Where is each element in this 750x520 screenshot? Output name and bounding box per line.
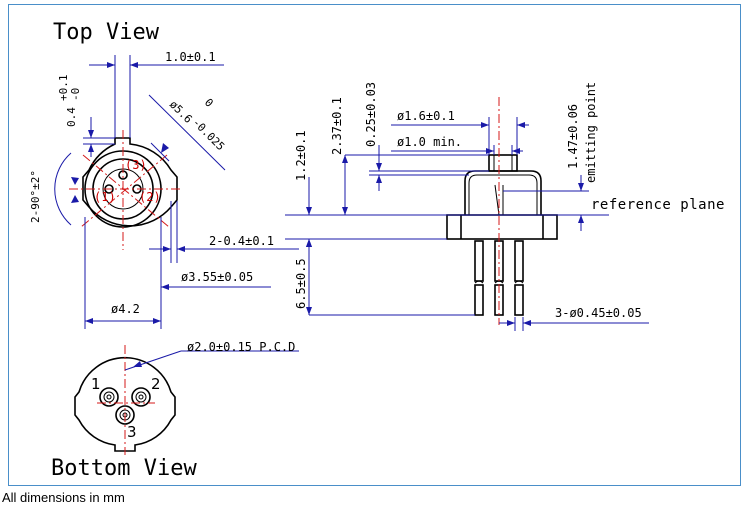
side-view-drawing (446, 97, 558, 325)
dim-lead-dia: 3-ø0.45±0.05 (555, 306, 642, 320)
top-centerline-d2 (80, 154, 168, 228)
bottom-pin-1-label: 1 (91, 375, 101, 393)
lead-1-lower (474, 284, 484, 316)
dim-notch-depth: 2-0.4±0.1 (209, 234, 274, 248)
dim-tab-depth: 0.4 (65, 107, 78, 127)
bottom-view-title: Bottom View (51, 456, 197, 481)
bottom-pin-3-label: 3 (127, 423, 137, 441)
lead-3-lower (514, 284, 524, 316)
bottom-pin-2-outer (131, 387, 151, 407)
dim-pcd: ø2.0±0.15 P.C.D (187, 340, 295, 354)
bottom-flange-outline (74, 356, 176, 452)
side-view-dimensions: reference plane 1.2±0.1 2.37±0.1 0.25±0.… (285, 82, 725, 331)
emit-label: emitting point (584, 82, 598, 183)
dim-window-min: ø1.0 min. (397, 135, 462, 149)
dim-tab-width: 1.0±0.1 (165, 50, 216, 64)
dim-cap-height: 2.37±0.1 (330, 97, 344, 155)
dim-flange-dia: ø5.6 (167, 98, 195, 126)
top-pin-2-label: (2) (139, 190, 161, 204)
bottom-view-drawing: 1 2 3 (74, 345, 176, 455)
dim-emit-height: 1.47±0.06 (566, 104, 580, 169)
footnote: All dimensions in mm (2, 490, 125, 505)
dim-body-dia: ø4.2 (111, 302, 140, 316)
flange-outline (82, 137, 178, 227)
ref-plane-label: reference plane (591, 197, 725, 213)
dim-notch-angle: 2-90°±2° (29, 170, 42, 223)
dim-window-thickness: 0.25±0.03 (364, 82, 378, 147)
bottom-pin-2-label: 2 (151, 375, 161, 393)
dim-window-dia: ø1.6±0.1 (397, 109, 455, 123)
top-centerline-d1 (82, 154, 170, 228)
dim-flange-dia-tol-plus: 0 (202, 96, 216, 110)
lead-1-upper (474, 240, 484, 282)
dim-lead-length: 6.5±0.5 (294, 258, 308, 309)
dim-cap-dia: ø3.55±0.05 (181, 270, 253, 284)
window (488, 154, 518, 172)
dim-tab-depth-tol-minus: -0 (69, 88, 82, 101)
drawing-frame: Top View (1) (2) (3) 1.0±0.1 (8, 4, 741, 486)
top-pin-3-label: (3) (125, 158, 147, 172)
bottom-view-dimensions: ø2.0±0.15 P.C.D (124, 340, 299, 371)
dim-flange-thickness: 1.2±0.1 (294, 130, 308, 181)
bottom-pin-3-outer (115, 405, 135, 425)
top-pin-1-label: (1) (94, 190, 116, 204)
flange (446, 214, 558, 240)
top-view-title: Top View (53, 20, 160, 45)
dim-tab-depth-tol-plus: +0.1 (57, 75, 70, 102)
top-view-drawing: (1) (2) (3) (69, 130, 183, 250)
mechanical-drawing: Top View (1) (2) (3) 1.0±0.1 (29, 20, 725, 481)
lead-3-upper (514, 240, 524, 282)
dim-flange-dia-tol-minus: -0.025 (190, 116, 227, 153)
bottom-pin-1-outer (99, 387, 119, 407)
